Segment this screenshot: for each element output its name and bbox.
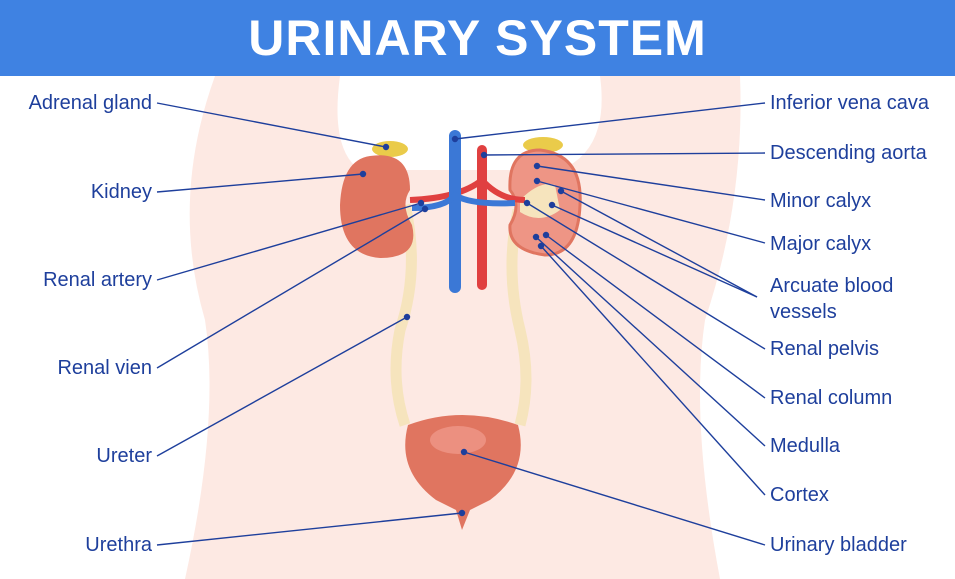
- label-inferior-vena-cava: Inferior vena cava: [770, 92, 929, 114]
- body-silhouette: [185, 76, 741, 579]
- renal-arteries: [409, 175, 526, 203]
- label-major-calyx: Major calyx: [770, 233, 872, 255]
- label-minor-calyx: Minor calyx: [770, 190, 872, 212]
- label-urinary-bladder: Urinary bladder: [770, 534, 907, 556]
- right-ureter: [506, 208, 532, 427]
- label-adrenal-gland: Adrenal gland: [28, 92, 152, 114]
- label-arcuate-blood-vessels: Arcuate blood vessels: [770, 275, 894, 323]
- label-medulla: Medulla: [770, 435, 841, 457]
- label-kidney: Kidney: [90, 181, 152, 203]
- label-renal-vein: Renal vien: [57, 357, 152, 379]
- label-renal-artery: Renal artery: [43, 269, 152, 291]
- page-title: URINARY SYSTEM: [248, 10, 707, 66]
- right-adrenal-gland: [523, 137, 563, 153]
- bladder-highlight: [430, 426, 486, 454]
- label-descending-aorta: Descending aorta: [770, 142, 927, 164]
- left-adrenal-gland: [372, 141, 408, 157]
- renal-pelvis: [520, 184, 560, 219]
- left-kidney: [340, 155, 414, 258]
- label-cortex: Cortex: [770, 484, 829, 506]
- renal-veins: [411, 190, 516, 211]
- label-renal-pelvis: Renal pelvis: [770, 338, 879, 360]
- leader-lines: [156, 102, 766, 546]
- title-banner: URINARY SYSTEM: [0, 0, 955, 76]
- label-ureter: Ureter: [96, 445, 152, 467]
- label-urethra: Urethra: [85, 534, 152, 556]
- label-renal-column: Renal column: [770, 387, 893, 409]
